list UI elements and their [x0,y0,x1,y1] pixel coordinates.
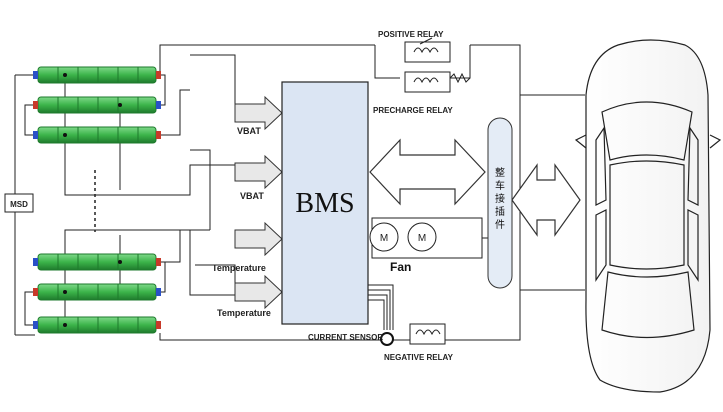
current-sensor-label: CURRENT SENSOR [308,333,383,342]
connector-car-double-arrow [511,163,581,237]
fan-label: Fan [390,260,411,274]
positive-relay [404,37,451,63]
temperature-arrow-2 [234,274,283,310]
battery-module [33,126,161,144]
bms-connector-double-arrow [369,138,486,206]
battery-module [33,316,161,334]
temperature-label-1: Temperature [212,263,266,273]
vbat-arrow-2 [234,154,283,190]
temperature-arrow-1 [234,221,283,257]
battery-module [33,283,161,301]
current-sensor [380,332,394,346]
msd-label: MSD [10,200,28,209]
input-arrows [234,95,283,310]
car-top-view [574,39,722,393]
bms-box: BMS [281,81,369,325]
battery-pack-top [33,66,161,144]
negative-relay [409,323,446,345]
negative-relay-label: NEGATIVE RELAY [384,353,454,362]
sense-points [63,73,122,327]
vehicle-connector: 整 车 接 插 件 [487,117,513,289]
vbat-arrow-1 [234,95,283,131]
connector-char-3: 接 [495,192,505,205]
motor-label-2: M [418,233,426,244]
precharge-relay-label: PRECHARGE RELAY [373,106,453,115]
positive-relay-label: POSITIVE RELAY [378,30,444,39]
connector-char-4: 插 [495,205,505,218]
temperature-label-2: Temperature [217,308,271,318]
battery-pack-bottom [33,253,161,334]
vbat-label-2: VBAT [240,191,264,201]
connector-char-1: 整 [495,166,505,179]
motor-label-1: M [380,233,388,244]
bms-label: BMS [295,188,354,219]
battery-module [33,253,161,271]
precharge-relay [404,71,471,93]
connector-char-2: 车 [495,179,505,192]
msd-box: MSD [4,193,34,213]
vbat-label-1: VBAT [237,126,261,136]
battery-module [33,66,161,84]
connector-char-5: 件 [495,219,505,231]
fan-motors: M M [369,222,437,252]
battery-module [33,96,161,114]
